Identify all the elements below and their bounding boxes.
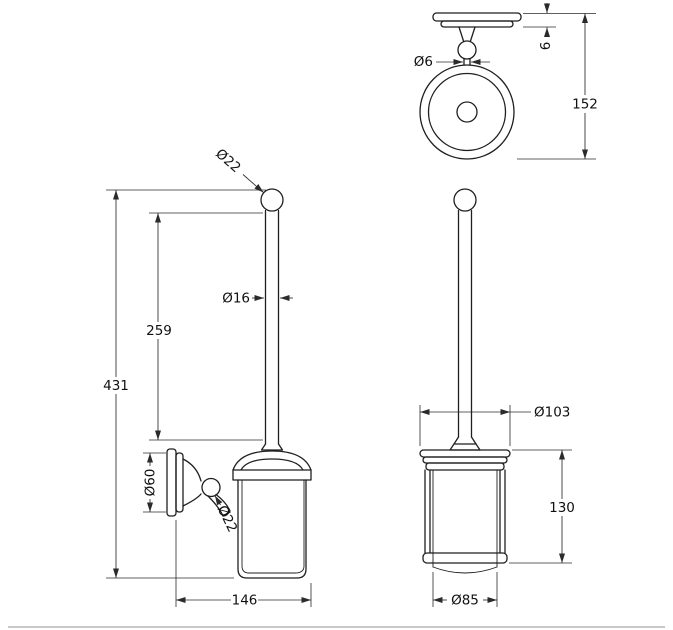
holder-rim	[419, 449, 511, 458]
dim-ball-joint-diameter: Ø22	[214, 503, 241, 535]
ball-joint-side	[201, 477, 221, 498]
handle-knob-side	[260, 188, 284, 212]
cup-outline-plan	[419, 64, 515, 160]
wall-plate-edge	[432, 12, 522, 22]
cup-bottom-front	[432, 566, 498, 574]
lid-dome	[232, 450, 312, 471]
dim-overall-depth-152: 152	[572, 97, 598, 113]
side-view-drawing	[166, 188, 312, 579]
front-view-drawing	[419, 188, 511, 574]
holder-bottom-ring	[422, 552, 508, 564]
top-view-dimensions: Ø6 6 152	[414, 3, 598, 160]
dim-spigot-diameter: Ø6	[414, 54, 433, 70]
dim-projection-146: 146	[232, 593, 258, 609]
dim-overall-height-431: 431	[103, 378, 129, 394]
dim-shaft-diameter: Ø16	[222, 291, 250, 307]
wall-plate-inner-edge	[440, 20, 514, 28]
dim-knob-diameter: Ø22	[212, 146, 243, 176]
dim-holder-diameter: Ø103	[534, 405, 570, 421]
side-view-dimensions: 431 259 Ø16 Ø22 Ø60 Ø22 146	[103, 146, 312, 609]
dim-holder-height-130: 130	[549, 500, 575, 516]
ball-joint-top	[457, 40, 477, 60]
lid-finial	[260, 443, 284, 451]
handle-knob-front	[453, 188, 477, 212]
top-view-drawing	[419, 12, 522, 160]
front-view-dimensions: Ø103 130 Ø85	[419, 405, 575, 609]
dim-shaft-length-259: 259	[146, 323, 172, 339]
cup-side	[237, 479, 307, 579]
holder-ring-side	[232, 469, 312, 481]
dim-backplate-diameter: Ø60	[143, 469, 159, 497]
dim-cup-diameter: Ø85	[451, 593, 479, 609]
dim-plate-thickness: 6	[538, 42, 554, 51]
wall-backplate	[166, 448, 177, 517]
